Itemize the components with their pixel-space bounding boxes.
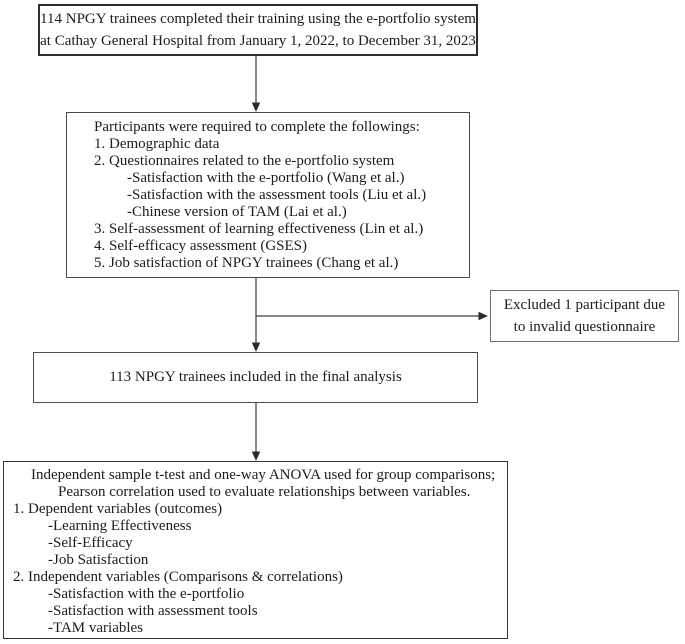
text-line: 1. Dependent variables (outcomes): [13, 501, 223, 517]
box-excluded-participant: Excluded 1 participant due to invalid qu…: [490, 290, 679, 342]
text-line: -Satisfaction with assessment tools: [48, 603, 258, 619]
text-line: 1. Demographic data: [94, 136, 220, 152]
text-line: -Self-Efficacy: [48, 535, 133, 551]
text-line: -Job Satisfaction: [48, 552, 149, 568]
box-required-assessments: Participants were required to complete t…: [66, 112, 470, 278]
text-line: -Chinese version of TAM (Lai et al.): [127, 204, 347, 220]
text-line: 114 NPGY trainees completed their traini…: [40, 11, 476, 27]
text-line: -Learning Effectiveness: [48, 518, 192, 534]
arrow-requirements-to-final: [251, 278, 261, 352]
text-line: at Cathay General Hospital from January …: [40, 33, 476, 49]
text-line: 2. Questionnaires related to the e-portf…: [94, 153, 395, 169]
text-line: -Satisfaction with the e-portfolio (Wang…: [127, 170, 405, 186]
text-line: Independent sample t-test and one-way AN…: [31, 467, 496, 483]
text-line: -Satisfaction with the e-portfolio: [48, 586, 245, 602]
box-final-analysis: 113 NPGY trainees included in the final …: [33, 352, 478, 403]
text-line: 4. Self-efficacy assessment (GSES): [94, 238, 308, 254]
arrow-top-to-requirements: [251, 56, 261, 112]
text-line: 3. Self-assessment of learning effective…: [94, 221, 424, 237]
text-line: Excluded 1 participant due: [503, 297, 666, 313]
text-line: -Satisfaction with the assessment tools …: [127, 187, 427, 203]
text-line: Pearson correlation used to evaluate rel…: [58, 484, 471, 500]
text-line: 5. Job satisfaction of NPGY trainees (Ch…: [94, 255, 399, 271]
text-line: Participants were required to complete t…: [94, 119, 420, 135]
box-completed-training: 114 NPGY trainees completed their traini…: [38, 4, 478, 56]
text-line: 113 NPGY trainees included in the final …: [109, 369, 402, 385]
box-statistical-analysis: Independent sample t-test and one-way AN…: [3, 461, 508, 639]
text-line: 2. Independent variables (Comparisons & …: [13, 569, 343, 585]
arrow-branch-to-excluded: [256, 311, 488, 321]
text-line: to invalid questionnaire: [513, 319, 656, 335]
text-line: -TAM variables: [48, 620, 144, 636]
arrow-final-to-analysis: [251, 403, 261, 461]
